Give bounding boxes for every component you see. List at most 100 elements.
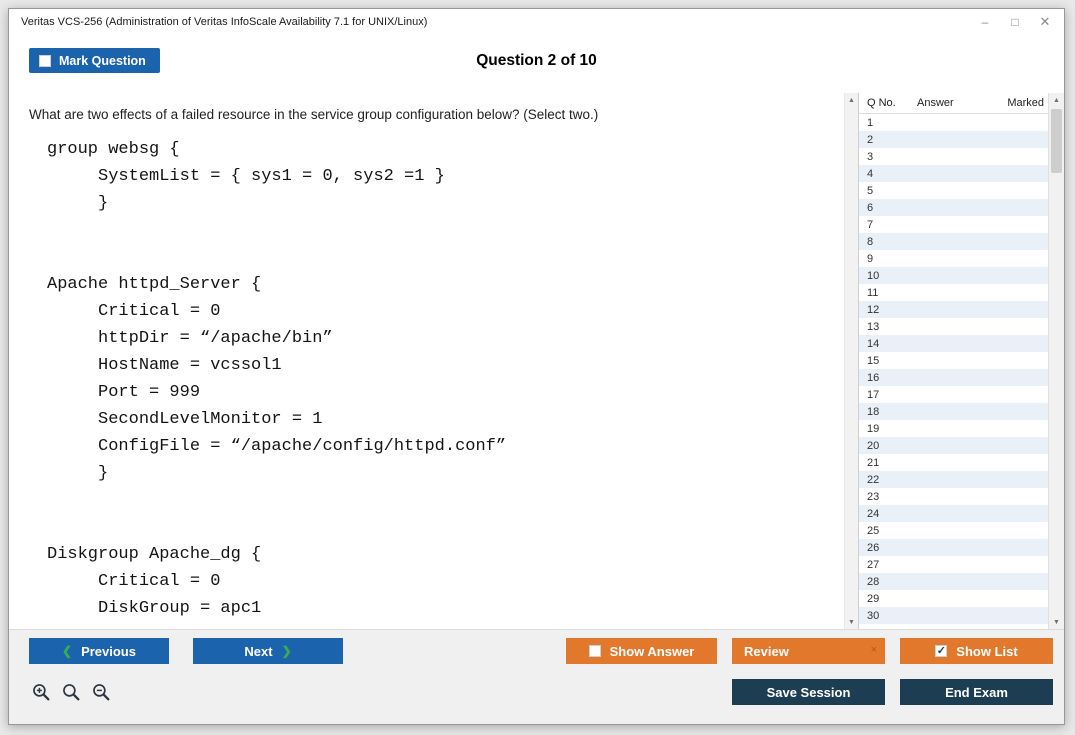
next-button[interactable]: Next ❯ — [193, 638, 343, 664]
answer-column-header: Answer — [917, 97, 954, 109]
qno-cell: 24 — [867, 507, 880, 520]
question-list-row[interactable]: 26 — [859, 539, 1048, 556]
question-list-row[interactable]: 25 — [859, 522, 1048, 539]
save-session-button[interactable]: Save Session — [732, 679, 885, 705]
qno-cell: 16 — [867, 371, 880, 384]
review-label: Review — [744, 643, 789, 659]
qno-cell: 20 — [867, 439, 880, 452]
qno-cell: 29 — [867, 592, 880, 605]
list-scrollbar-thumb[interactable] — [1051, 109, 1062, 173]
question-list-row[interactable]: 12 — [859, 301, 1048, 318]
question-list-header: Q No. Answer Marked — [859, 93, 1064, 114]
app-window: Veritas VCS-256 (Administration of Verit… — [8, 8, 1065, 725]
question-header: Question 2 of 10 Mark Question — [9, 35, 1064, 93]
qno-cell: 4 — [867, 167, 874, 180]
question-prompt: What are two effects of a failed resourc… — [29, 107, 599, 122]
service-group-config: group websg { SystemList = { sys1 = 0, s… — [47, 140, 507, 618]
close-button[interactable]: ✕ — [1030, 9, 1060, 35]
chevron-left-icon: ❮ — [62, 644, 73, 658]
qno-cell: 14 — [867, 337, 880, 350]
question-list-row[interactable]: 23 — [859, 488, 1048, 505]
show-list-label: Show List — [956, 643, 1018, 659]
qno-cell: 8 — [867, 235, 874, 248]
qno-cell: 7 — [867, 218, 874, 231]
question-list-row[interactable]: 15 — [859, 352, 1048, 369]
question-list-row[interactable]: 13 — [859, 318, 1048, 335]
qno-cell: 2 — [867, 133, 874, 146]
question-list-row[interactable]: 19 — [859, 420, 1048, 437]
list-scroll-down-icon[interactable]: ▼ — [1053, 618, 1060, 626]
qno-cell: 13 — [867, 320, 880, 333]
qno-cell: 30 — [867, 609, 880, 622]
window-title: Veritas VCS-256 (Administration of Verit… — [21, 16, 428, 28]
question-list-row[interactable]: 4 — [859, 165, 1048, 182]
question-list-row[interactable]: 22 — [859, 471, 1048, 488]
minimize-icon: – — [981, 15, 989, 29]
question-list-row[interactable]: 9 — [859, 250, 1048, 267]
show-answer-checkbox — [588, 645, 601, 657]
scroll-down-icon[interactable]: ▼ — [848, 618, 855, 626]
question-list-row[interactable]: 11 — [859, 284, 1048, 301]
qno-cell: 23 — [867, 490, 880, 503]
question-list-row[interactable]: 29 — [859, 590, 1048, 607]
minimize-button[interactable]: – — [970, 9, 1000, 35]
qno-cell: 22 — [867, 473, 880, 486]
qno-cell: 12 — [867, 303, 880, 316]
question-list-row[interactable]: 21 — [859, 454, 1048, 471]
qno-cell: 26 — [867, 541, 880, 554]
zoom-toolbar — [29, 680, 113, 704]
zoom-out-button[interactable] — [89, 680, 113, 704]
question-list-row[interactable]: 14 — [859, 335, 1048, 352]
previous-label: Previous — [81, 643, 136, 659]
question-list-row[interactable]: 7 — [859, 216, 1048, 233]
maximize-button[interactable]: □ — [1000, 9, 1030, 35]
qno-cell: 28 — [867, 575, 880, 588]
qno-cell: 19 — [867, 422, 880, 435]
save-session-label: Save Session — [766, 684, 851, 700]
question-list-row[interactable]: 16 — [859, 369, 1048, 386]
show-list-button[interactable]: ✓ Show List — [900, 638, 1053, 664]
question-list-row[interactable]: 30 — [859, 607, 1048, 624]
question-list-row[interactable]: 28 — [859, 573, 1048, 590]
question-list-scrollbar[interactable]: ▲ ▼ — [1048, 93, 1064, 629]
question-list-row[interactable]: 27 — [859, 556, 1048, 573]
mark-question-label: Mark Question — [59, 53, 146, 68]
review-button[interactable]: Review × — [732, 638, 885, 664]
show-answer-button[interactable]: Show Answer — [566, 638, 717, 664]
marked-column-header: Marked — [1007, 97, 1044, 109]
previous-button[interactable]: ❮ Previous — [29, 638, 169, 664]
show-answer-label: Show Answer — [609, 643, 695, 659]
question-list-row[interactable]: 1 — [859, 114, 1048, 131]
question-list-row[interactable]: 24 — [859, 505, 1048, 522]
qno-cell: 17 — [867, 388, 880, 401]
content-scrollbar[interactable]: ▲ ▼ — [844, 93, 858, 629]
zoom-default-button[interactable] — [59, 680, 83, 704]
mark-question-button[interactable]: Mark Question — [29, 48, 160, 73]
title-bar: Veritas VCS-256 (Administration of Verit… — [9, 9, 1064, 35]
question-list-row[interactable]: 6 — [859, 199, 1048, 216]
close-icon: ✕ — [1039, 14, 1051, 29]
zoom-in-button[interactable] — [29, 680, 53, 704]
qno-column-header: Q No. — [867, 97, 896, 109]
qno-cell: 9 — [867, 252, 874, 265]
next-label: Next — [244, 643, 273, 659]
qno-cell: 6 — [867, 201, 874, 214]
question-list-row[interactable]: 8 — [859, 233, 1048, 250]
qno-cell: 25 — [867, 524, 880, 537]
question-list-row[interactable]: 17 — [859, 386, 1048, 403]
question-list-row[interactable]: 5 — [859, 182, 1048, 199]
question-list-row[interactable]: 2 — [859, 131, 1048, 148]
qno-cell: 18 — [867, 405, 880, 418]
question-list-row[interactable]: 3 — [859, 148, 1048, 165]
list-scroll-up-icon[interactable]: ▲ — [1053, 96, 1060, 104]
question-list-row[interactable]: 18 — [859, 403, 1048, 420]
scroll-up-icon[interactable]: ▲ — [848, 96, 855, 104]
question-list-row[interactable]: 10 — [859, 267, 1048, 284]
question-list-row[interactable]: 20 — [859, 437, 1048, 454]
zoom-in-icon — [32, 683, 49, 700]
qno-cell: 3 — [867, 150, 874, 163]
magnifier-icon — [62, 683, 79, 700]
end-exam-button[interactable]: End Exam — [900, 679, 1053, 705]
qno-cell: 21 — [867, 456, 880, 469]
